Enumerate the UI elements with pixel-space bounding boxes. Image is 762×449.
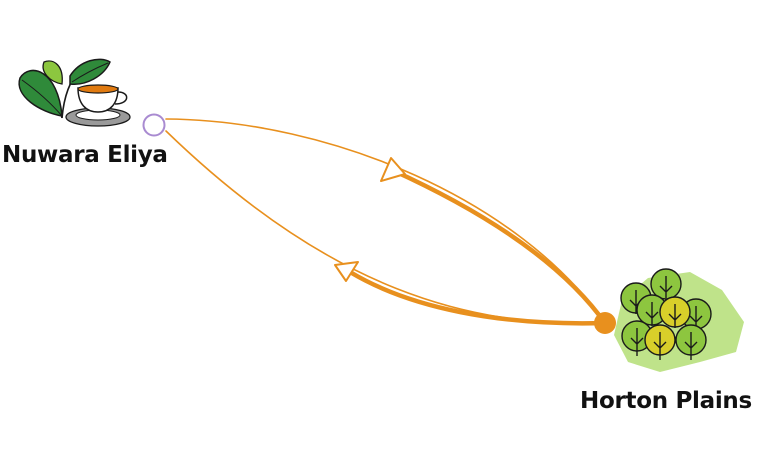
destination-marker[interactable] xyxy=(594,312,616,334)
tree xyxy=(644,324,676,360)
tree xyxy=(675,324,707,360)
route-return-arrow xyxy=(334,261,359,282)
place-label-destination: Horton Plains xyxy=(580,388,752,414)
origin-marker[interactable] xyxy=(142,113,166,137)
route-outbound xyxy=(165,118,606,324)
tree xyxy=(650,268,682,308)
forest-icon xyxy=(620,268,712,360)
tea-cup-icon xyxy=(18,58,131,127)
route-return-thick xyxy=(347,269,608,326)
route-return xyxy=(165,130,606,325)
route-outbound-thick xyxy=(389,167,608,326)
tree xyxy=(659,296,691,328)
routes xyxy=(165,118,608,326)
place-label-origin: Nuwara Eliya xyxy=(2,142,168,168)
route-outbound-arrow xyxy=(380,157,406,182)
tree xyxy=(621,320,653,356)
